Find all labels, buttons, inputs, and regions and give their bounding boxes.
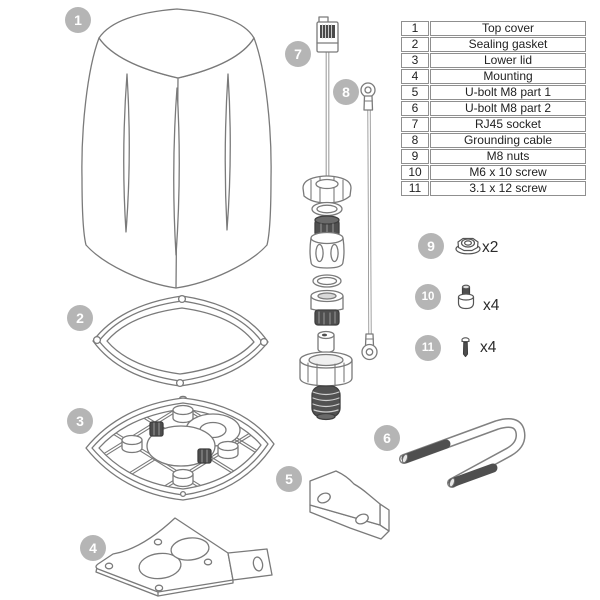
part-number: 1 <box>401 21 429 36</box>
part-name: Grounding cable <box>430 133 586 148</box>
m6-screw-icon <box>457 284 475 310</box>
grounding-cable-drawing <box>360 82 378 361</box>
part-number: 8 <box>401 133 429 148</box>
part-number: 5 <box>401 85 429 100</box>
part-name: U-bolt M8 part 2 <box>430 101 586 116</box>
lower-lid-drawing <box>85 395 275 501</box>
callout-badge-4: 4 <box>80 535 106 561</box>
small-screw-icon <box>461 337 470 358</box>
part-name: M8 nuts <box>430 149 586 164</box>
callout-badge-3: 3 <box>67 408 93 434</box>
part-number: 7 <box>401 117 429 132</box>
m6-screw-count: x4 <box>483 297 500 314</box>
callout-badge-2: 2 <box>67 305 93 331</box>
part-name: RJ45 socket <box>430 117 586 132</box>
sealing-gasket-drawing <box>92 294 269 388</box>
m8-nuts-count: x2 <box>482 239 499 256</box>
callout-badge-9: 9 <box>418 233 444 259</box>
callout-badge-6: 6 <box>374 425 400 451</box>
part-number: 4 <box>401 69 429 84</box>
part-name: U-bolt M8 part 1 <box>430 85 586 100</box>
callout-badge-1: 1 <box>65 7 91 33</box>
saddle-bracket-drawing <box>309 470 390 540</box>
part-number: 9 <box>401 149 429 164</box>
part-name: Top cover <box>430 21 586 36</box>
part-number: 6 <box>401 101 429 116</box>
part-name: M6 x 10 screw <box>430 165 586 180</box>
callout-badge-10: 10 <box>415 284 441 310</box>
part-name: 3.1 x 12 screw <box>430 181 586 196</box>
part-name: Sealing gasket <box>430 37 586 52</box>
mounting-bracket-drawing <box>95 517 273 597</box>
u-bolt-drawing <box>399 418 526 488</box>
part-number: 2 <box>401 37 429 52</box>
small-screw-count: x4 <box>480 339 497 356</box>
part-number: 10 <box>401 165 429 180</box>
callout-badge-7: 7 <box>285 41 311 67</box>
part-number: 11 <box>401 181 429 196</box>
callout-badge-11: 11 <box>415 335 441 361</box>
callout-badge-5: 5 <box>276 466 302 492</box>
top-cover-drawing <box>81 8 272 289</box>
part-name: Lower lid <box>430 53 586 68</box>
callout-badge-8: 8 <box>333 79 359 105</box>
flange-nut-icon <box>455 237 481 255</box>
part-number: 3 <box>401 53 429 68</box>
rj45-socket-drawing <box>299 16 353 421</box>
grommet-icon <box>149 421 212 464</box>
part-name: Mounting <box>430 69 586 84</box>
